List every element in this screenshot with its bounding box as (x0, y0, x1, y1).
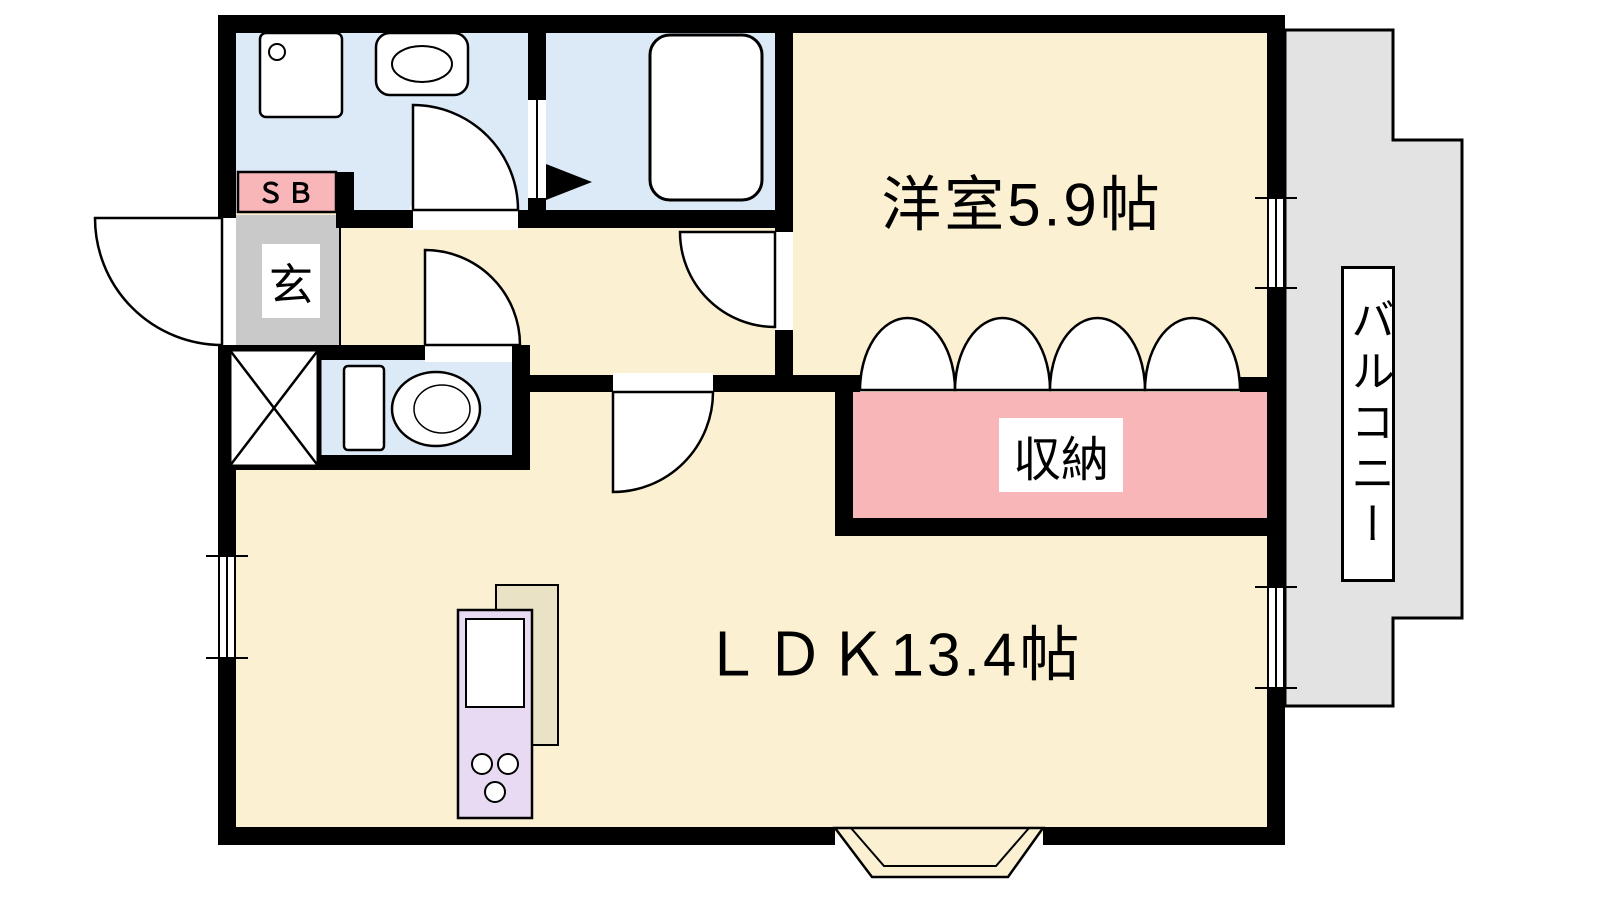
stove-burner (484, 781, 506, 803)
wall-hall-b (518, 210, 793, 228)
entrance-door-swing (93, 216, 224, 347)
walls (218, 15, 1285, 845)
windows (206, 197, 1297, 689)
toilet-door-swing (423, 248, 522, 347)
wall-bottom-right (1043, 827, 1285, 845)
fixtures (226, 31, 764, 820)
wall-west-upper (775, 15, 793, 232)
doors (93, 98, 1242, 494)
wall-sb-stub (336, 172, 354, 214)
kitchen-sink (465, 618, 525, 708)
label-western-room: 洋室5.9帖 (881, 171, 1163, 239)
wall-ldk-c (1240, 377, 1267, 392)
bath-door-marker-icon (546, 164, 592, 200)
ldk-door-swing (611, 390, 715, 494)
pipe-space-box (226, 346, 322, 470)
label-entrance: 玄 (262, 244, 320, 318)
wall-storage-left (835, 392, 853, 536)
wall-right-upper (1267, 15, 1285, 198)
wall-hall-a (336, 210, 413, 228)
wall-bottom-left (218, 827, 835, 845)
wall-storage-bottom (835, 518, 1267, 536)
stove-burner (497, 753, 519, 775)
drain-icon (268, 43, 286, 61)
shoe-box (236, 170, 338, 214)
label-balcony: バルコニー (1341, 266, 1395, 582)
wall-left-lower (218, 658, 236, 845)
washroom-door-swing (411, 103, 520, 212)
wall-ldk-a (530, 375, 613, 392)
label-ldk: ＬＤＫ13.4帖 (701, 621, 1083, 689)
closet-folding-door (1048, 316, 1147, 392)
window-right-ldk (1255, 586, 1297, 689)
label-shoe-box: ＳＢ (257, 178, 317, 209)
bathtub (648, 33, 764, 202)
wall-wash-bath-top (528, 15, 546, 100)
kitchen-unit (456, 584, 559, 820)
closet-folding-door (1143, 316, 1242, 392)
wall-top (218, 15, 1285, 33)
wall-right-middle (1267, 288, 1285, 587)
bay-window (832, 826, 1046, 879)
wall-ldk-b (713, 375, 860, 392)
toilet-fixture (342, 364, 482, 452)
washbasin (374, 31, 470, 97)
wall-toilet-right (512, 345, 530, 470)
window-left-ldk (206, 555, 248, 659)
window-right-western (1255, 197, 1297, 289)
label-storage: 収納 (998, 418, 1124, 492)
stove-burner (471, 753, 493, 775)
closet-folding-door (858, 316, 957, 392)
wall-left-upper (218, 15, 236, 218)
closet-folding-door (953, 316, 1052, 392)
laundry-pan (258, 31, 344, 119)
western-room-door-swing (678, 230, 777, 329)
wall-right-lower (1267, 688, 1285, 845)
